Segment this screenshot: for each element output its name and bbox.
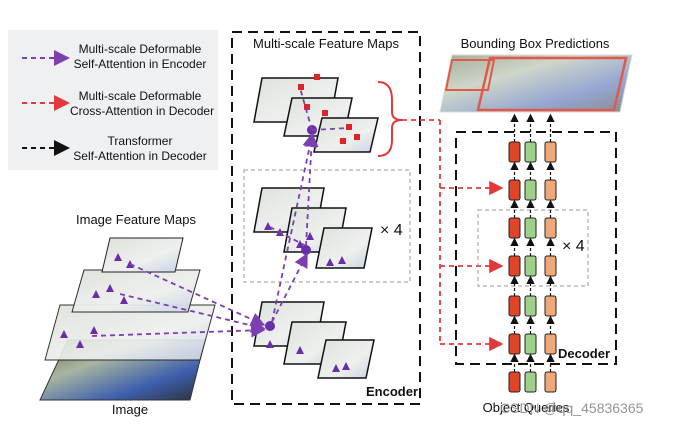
label-multiscale-feature-maps: Multi-scale Feature Maps [253, 36, 399, 51]
legend-label-encoder-line1: Multi-scale Deformable [78, 42, 202, 56]
legend-label-cross: Multi-scale Deformable Cross-Attention i… [70, 89, 215, 119]
query-token [544, 295, 557, 317]
encoder-repeat-box [243, 169, 411, 283]
legend-label-self-line1: Transformer [107, 134, 173, 148]
label-encoder-repeat: × 4 [380, 222, 403, 239]
query-token [524, 141, 537, 163]
legend-label-cross-line2: Cross-Attention in Decoder [70, 104, 215, 118]
image-feature-map-mid [71, 269, 201, 313]
legend-label-encoder: Multi-scale Deformable Self-Attention in… [70, 42, 210, 72]
query-token [524, 179, 537, 201]
label-object-queries: Object Queries [482, 400, 570, 415]
bbox-predictions-image [439, 54, 633, 113]
image-feature-map-points [60, 253, 134, 348]
label-decoder-repeat: × 4 [562, 238, 585, 255]
decoder-box [455, 131, 617, 365]
ms-feature-map-top-3 [313, 117, 379, 153]
label-image-feature-maps: Image Feature Maps [76, 212, 196, 227]
encoder-box [231, 31, 421, 405]
query-token [508, 255, 521, 277]
image-feature-map-small [101, 237, 184, 273]
label-decoder: Decoder [558, 346, 611, 361]
query-token [508, 179, 521, 201]
query-token [524, 217, 537, 239]
object-query-columns [508, 113, 557, 393]
query-token [544, 179, 557, 201]
query-token [544, 217, 557, 239]
query-token [524, 255, 537, 277]
query-point-mid [301, 245, 311, 255]
legend [8, 30, 218, 170]
query-token [544, 255, 557, 277]
bbox-prediction-small [444, 59, 496, 91]
query-token [524, 371, 537, 393]
watermark: CSDN @qq_45836365 [500, 400, 644, 416]
bbox-prediction-large [476, 56, 628, 112]
query-point-bot [265, 321, 275, 331]
query-token [544, 141, 557, 163]
bot-sampling-points [266, 340, 350, 372]
legend-label-self-line2: Self-Attention in Decoder [73, 149, 207, 163]
query-token [544, 371, 557, 393]
query-token [508, 295, 521, 317]
query-token [508, 141, 521, 163]
query-token [508, 371, 521, 393]
query-token [508, 217, 521, 239]
feature-brace [377, 81, 403, 157]
label-image: Image [111, 402, 149, 417]
image-feature-map-large [44, 304, 216, 361]
query-token [524, 295, 537, 317]
legend-label-cross-line1: Multi-scale Deformable [78, 89, 202, 103]
query-token [524, 333, 537, 355]
query-token [544, 333, 557, 355]
decoder-cross-attention-arrows [402, 119, 504, 352]
ms-feature-map-bot-3 [317, 339, 375, 379]
label-bounding-box-predictions: Bounding Box Predictions [460, 36, 610, 51]
decoder-repeat-box [477, 209, 589, 287]
encoder-attention-arrows [91, 87, 349, 338]
sampling-points-red [298, 74, 360, 144]
legend-label-self: Transformer Self-Attention in Decoder [70, 134, 210, 164]
legend-label-encoder-line2: Self-Attention in Encoder [73, 57, 207, 71]
label-encoder: Encoder [366, 384, 419, 399]
query-token [508, 333, 521, 355]
